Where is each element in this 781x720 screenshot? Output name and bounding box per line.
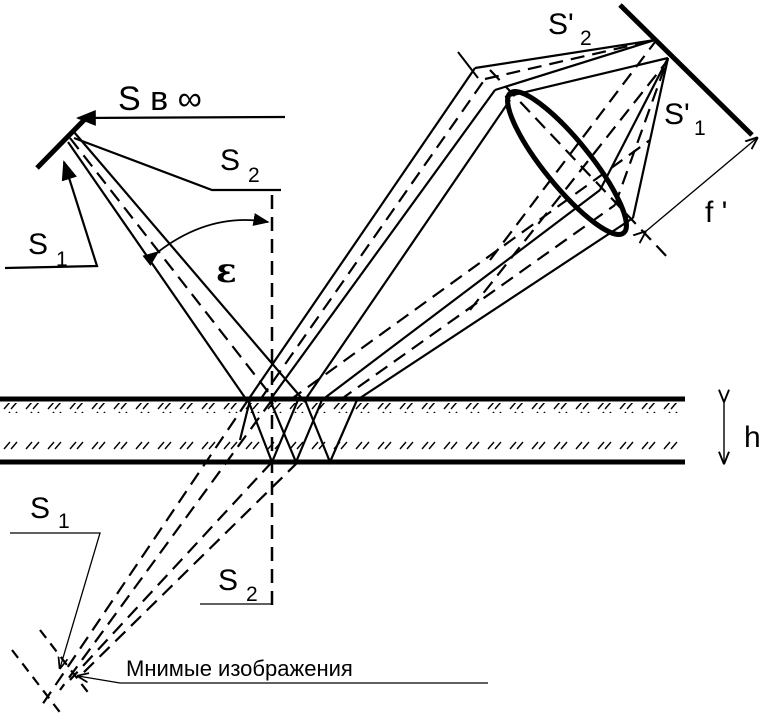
thickness-label: h [744,421,761,454]
glass-plate [0,396,685,465]
incident-beam [67,131,306,403]
focal-plane [618,3,754,137]
s2-subscript: 2 [248,164,260,187]
virtual-s1-label: S [30,492,50,525]
virtual-s1-subscript: 1 [58,510,70,533]
converging-rays [469,38,670,311]
s1-label: S [28,228,48,261]
s2-label: S [220,144,240,177]
leader-lines [10,532,488,684]
virtual-s2-label: S [218,564,238,597]
angle-arc [142,213,270,267]
s1-subscript: 1 [56,248,68,271]
s2-prime-subscript: 2 [580,27,592,50]
fold-mirror-tick [457,51,479,79]
virtual-s2-subscript: 2 [246,583,258,606]
lens-axis [489,69,671,261]
s2-prime-label: S' [548,8,574,41]
virtual-images-caption: Мнимые изображения [126,656,353,681]
virtual-rays [41,399,299,706]
s1-prime-label: S' [664,98,690,131]
reflected-beams [247,67,651,401]
source-at-infinity-label: S в ∞ [118,80,202,118]
focal-length-label: f ' [705,196,727,229]
source-rays [4,109,286,270]
focal-length-arrow [645,138,757,232]
s1-prime-subscript: 1 [694,117,706,140]
angle-label: ε [216,251,237,291]
